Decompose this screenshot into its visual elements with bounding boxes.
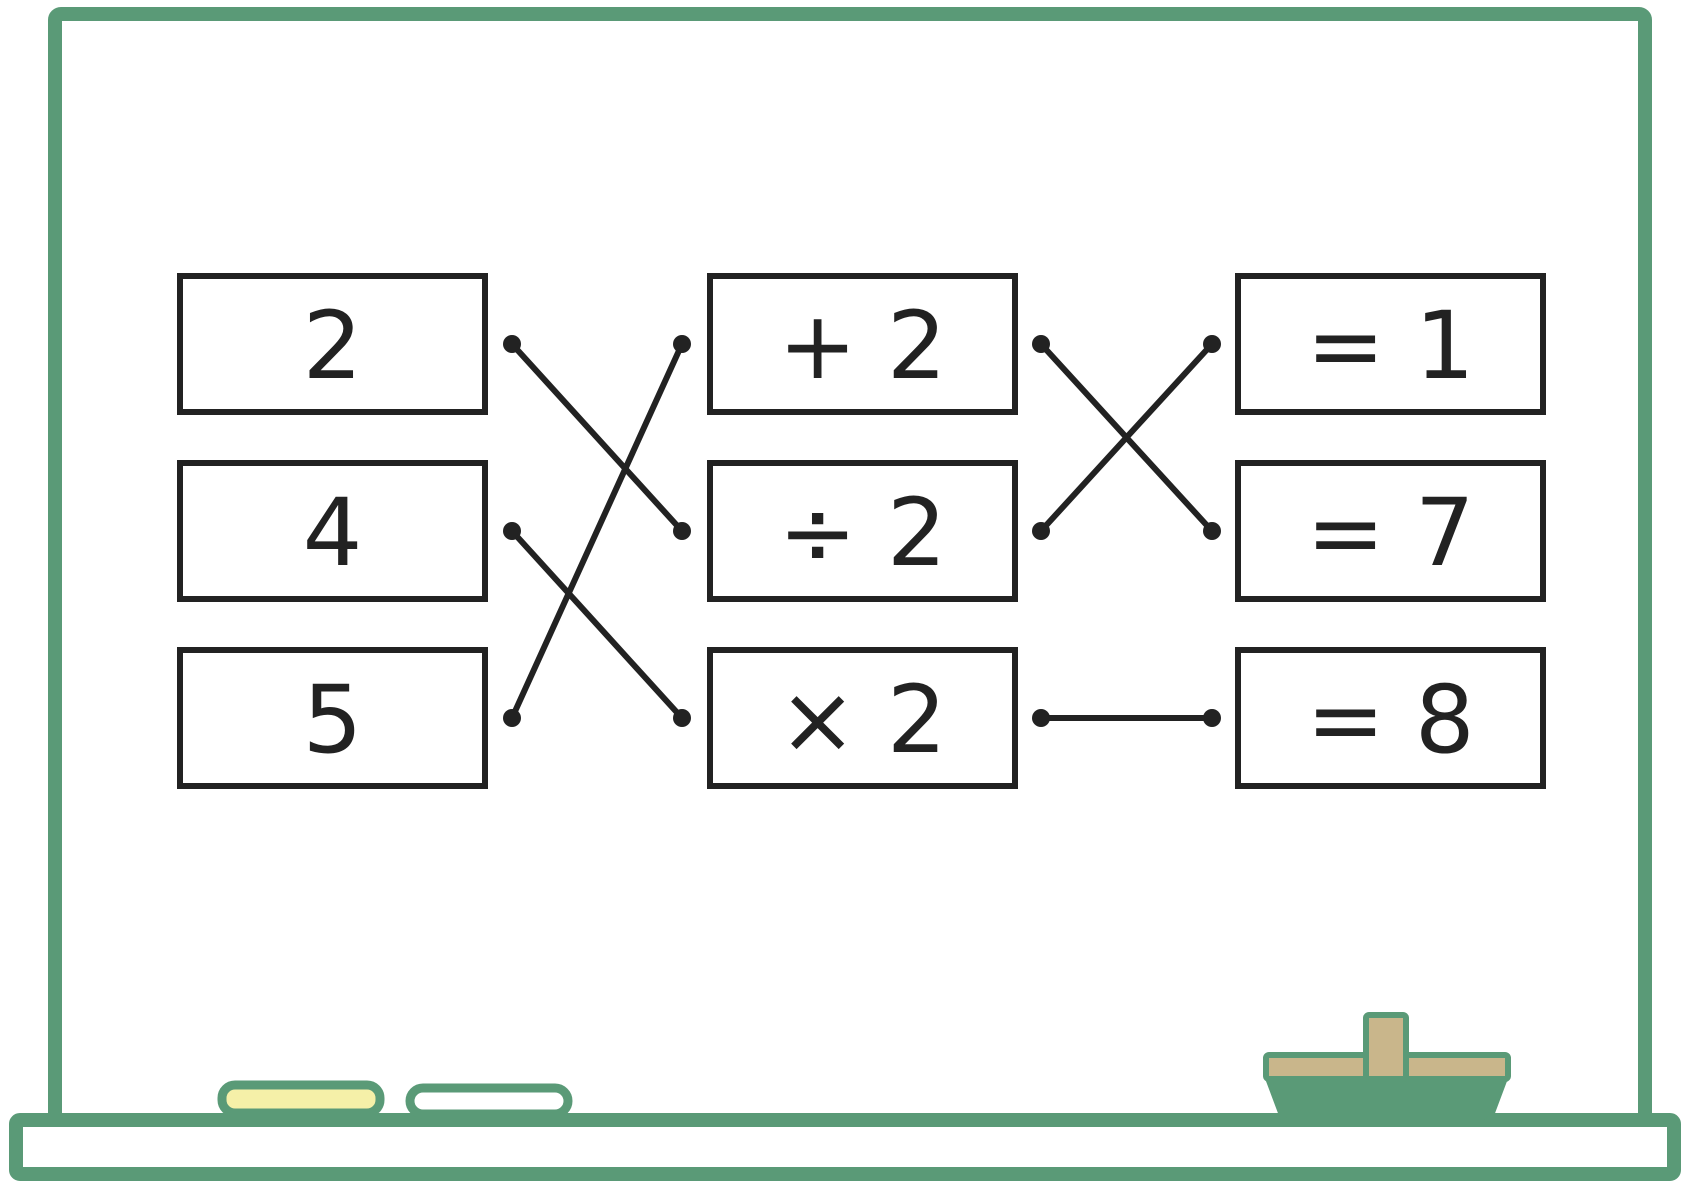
numbers-box-2[interactable]: 4 xyxy=(177,460,488,602)
results-label-1: = 1 xyxy=(1306,292,1474,401)
link-number-2-to-operation-3-dot-start xyxy=(503,522,521,540)
results-label-3: = 8 xyxy=(1306,666,1474,775)
link-number-1-to-operation-2 xyxy=(509,341,685,534)
chalk-white[interactable] xyxy=(405,1083,573,1119)
link-operation-3-to-result-3-dot-end xyxy=(1203,709,1221,727)
chalk-ledge xyxy=(9,1113,1681,1181)
link-operation-3-to-result-3-dot-start xyxy=(1032,709,1050,727)
operations-label-2: ÷ 2 xyxy=(778,479,946,588)
link-number-3-to-operation-1-dot-end xyxy=(673,335,691,353)
results-box-3[interactable]: = 8 xyxy=(1235,647,1546,789)
connection-dots xyxy=(503,335,1221,727)
link-operation-2-to-result-1-dot-start xyxy=(1032,522,1050,540)
link-operation-1-to-result-2-dot-start xyxy=(1032,335,1050,353)
numbers-box-1[interactable]: 2 xyxy=(177,273,488,415)
results-label-2: = 7 xyxy=(1306,479,1474,588)
numbers-label-2: 4 xyxy=(303,479,363,588)
link-number-1-to-operation-2-dot-end xyxy=(673,522,691,540)
numbers-label-1: 2 xyxy=(303,292,363,401)
operations-label-1: + 2 xyxy=(778,292,946,401)
link-number-2-to-operation-3-dot-end xyxy=(673,709,691,727)
link-number-3-to-operation-1-dot-start xyxy=(503,709,521,727)
link-operation-2-to-result-1 xyxy=(1038,341,1215,534)
connection-lines xyxy=(509,341,1215,721)
answer-boxes: 2 4 5 + 2 ÷ 2 × 2 = 1 = 7 = 8 xyxy=(177,273,1546,789)
operations-box-1[interactable]: + 2 xyxy=(707,273,1018,415)
eraser-icon[interactable] xyxy=(1263,1012,1511,1127)
link-operation-2-to-result-1-dot-end xyxy=(1203,335,1221,353)
operations-box-3[interactable]: × 2 xyxy=(707,647,1018,789)
link-number-3-to-operation-1 xyxy=(509,341,685,721)
link-number-2-to-operation-3 xyxy=(509,528,685,721)
results-box-2[interactable]: = 7 xyxy=(1235,460,1546,602)
chalk-yellow[interactable] xyxy=(217,1080,385,1118)
link-operation-1-to-result-2-dot-end xyxy=(1203,522,1221,540)
operations-box-2[interactable]: ÷ 2 xyxy=(707,460,1018,602)
operations-label-3: × 2 xyxy=(778,666,946,775)
link-number-1-to-operation-2-dot-start xyxy=(503,335,521,353)
results-box-1[interactable]: = 1 xyxy=(1235,273,1546,415)
numbers-box-3[interactable]: 5 xyxy=(177,647,488,789)
numbers-label-3: 5 xyxy=(303,666,363,775)
